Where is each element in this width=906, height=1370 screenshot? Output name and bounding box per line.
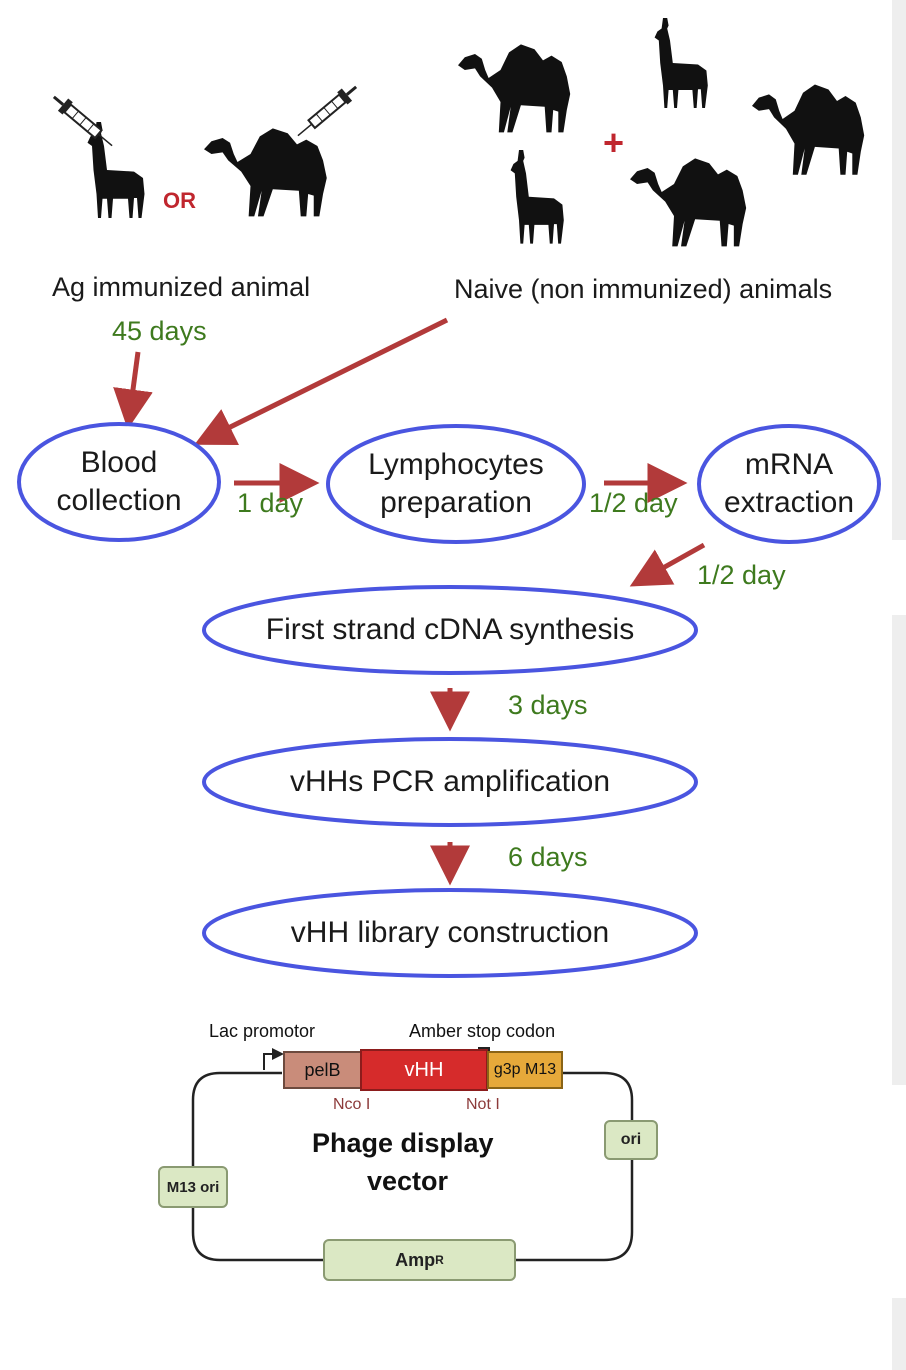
edge-strip-middle: [892, 615, 906, 1085]
library-construction-oval: [202, 888, 698, 978]
arrow-naive-to-blood: [194, 317, 449, 445]
duration-blood-to-lymph: 1 day: [237, 488, 304, 518]
duration-mrna-to-cdna: 1/2 day: [697, 560, 786, 590]
g3p-m13-segment: g3p M13: [487, 1051, 563, 1089]
blood-collection-line-2: collection: [56, 484, 182, 517]
mrna-line-1: mRNA: [744, 448, 834, 481]
syringe-icon-right: [291, 79, 363, 144]
edge-strip-bottom: [892, 1298, 906, 1370]
noti-site-label: Not I: [466, 1096, 500, 1113]
duration-cdna-to-pcr: 3 days: [508, 690, 588, 720]
or-label: OR: [163, 188, 196, 213]
immunized-duration-label: 45 days: [112, 316, 207, 346]
duration-lymph-to-mrna: 1/2 day: [589, 488, 678, 518]
ncoi-site-label: Nco I: [333, 1096, 371, 1113]
lac-promotor-label: Lac promotor: [209, 1021, 316, 1041]
amp-label: Amp: [395, 1249, 436, 1270]
lymphocytes-line-2: preparation: [380, 486, 532, 519]
syringe-icon-left: [47, 89, 119, 154]
amber-stop-codon-label: Amber stop codon: [409, 1021, 556, 1041]
naive-camel-icon-3: [630, 158, 747, 247]
mrna-line-2: extraction: [723, 486, 855, 519]
immunized-animal-label: Ag immunized animal: [52, 272, 311, 302]
naive-camel-icon-1: [458, 44, 571, 133]
vector-title-line-1: Phage display: [312, 1128, 494, 1158]
mrna-extraction-oval: [697, 424, 881, 544]
naive-llama-icon-2: [510, 150, 564, 244]
lac-promotor-arrow-icon: [263, 1048, 284, 1070]
arrow-immunized-to-blood: [113, 351, 153, 430]
ori-box: ori: [604, 1120, 658, 1160]
naive-llama-icon-1: [654, 18, 708, 108]
mrna-extraction-label: mRNA extraction: [699, 446, 879, 522]
library-construction-label: vHH library construction: [290, 916, 610, 949]
edge-strip-top: [892, 0, 906, 540]
m13-ori-box: M13 ori: [158, 1166, 228, 1208]
amp-resistance-superscript: R: [435, 1253, 444, 1267]
duration-pcr-to-library: 6 days: [508, 842, 588, 872]
vector-title-line-2: vector: [367, 1166, 449, 1196]
immunized-camel-icon: [204, 128, 327, 217]
pcr-amplification-label: vHHs PCR amplification: [289, 765, 611, 798]
blood-collection-line-1: Blood: [80, 446, 158, 479]
pelb-segment: pelB: [283, 1051, 362, 1089]
lymphocytes-preparation-label: Lymphocytes preparation: [328, 446, 584, 522]
cdna-synthesis-oval: [202, 585, 698, 675]
lymphocytes-line-1: Lymphocytes: [368, 448, 544, 481]
pcr-amplification-oval: [202, 737, 698, 827]
arrow-mrna-to-cdna: [629, 542, 706, 587]
blood-collection-label: Blood collection: [19, 444, 219, 520]
naive-camel-icon-2: [752, 84, 865, 175]
lymphocytes-preparation-oval: [326, 424, 586, 544]
naive-animals-label: Naive (non immunized) animals: [454, 274, 833, 304]
vhh-segment: vHH: [360, 1049, 488, 1091]
blood-collection-oval: [17, 422, 221, 542]
cdna-synthesis-label: First strand cDNA synthesis: [265, 613, 635, 646]
plus-sign: +: [603, 122, 625, 163]
